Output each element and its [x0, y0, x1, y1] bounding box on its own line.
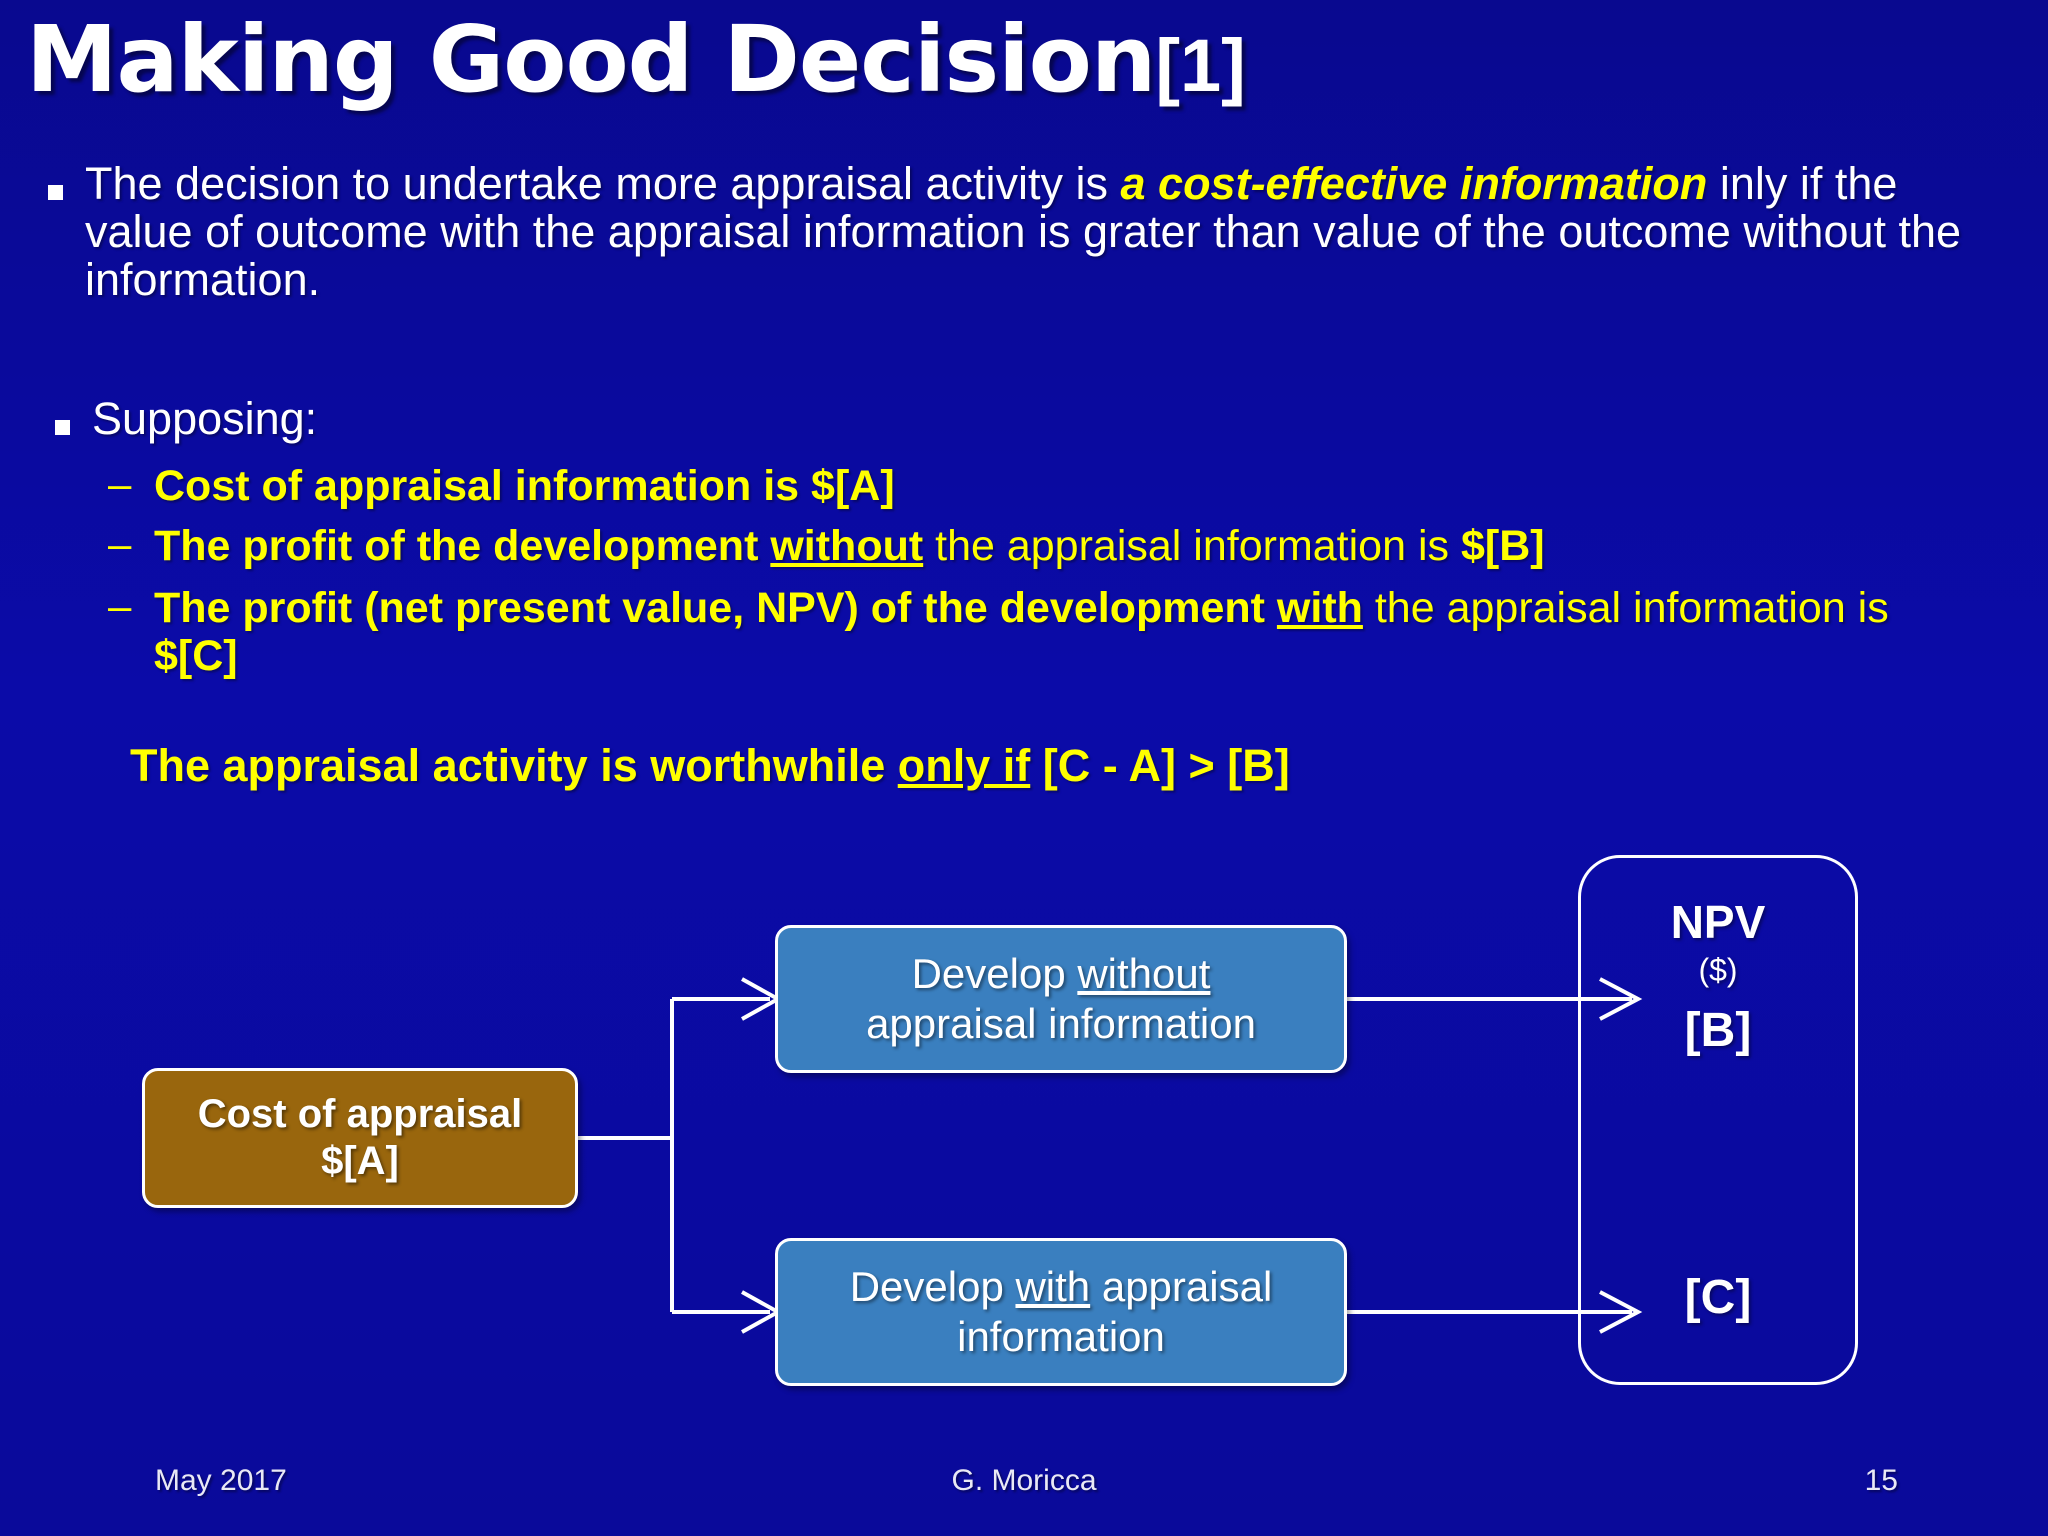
footer-date: May 2017	[155, 1464, 287, 1497]
conclusion-underlined: only if	[897, 740, 1031, 791]
npv-panel	[1578, 855, 1858, 1385]
npv-panel-unit: ($)	[1698, 952, 1738, 988]
node-develop-with-appraisal[interactable]: Develop with appraisal information	[775, 1238, 1347, 1386]
node-without-underlined: without	[1077, 950, 1211, 998]
sub-bullet-1-seg-0: Cost of appraisal information is $[A]	[154, 462, 895, 510]
dash-bullet-icon: –	[108, 460, 132, 507]
page-title-text: Making Good Decision	[26, 6, 1156, 113]
node-cost-content: Cost of appraisal $[A]	[198, 1091, 523, 1185]
bullet-1-text: The decision to undertake more appraisal…	[85, 158, 2008, 306]
arrowhead-npv-c	[1599, 1290, 1643, 1334]
node-cost-of-appraisal[interactable]: Cost of appraisal $[A]	[142, 1068, 578, 1208]
sub-bullet-2-seg-2: the appraisal information is	[923, 522, 1461, 570]
npv-value-b: [B]	[1684, 1004, 1752, 1057]
footer-page-number: 15	[1864, 1464, 1898, 1497]
conclusion-statement: The appraisal activity is worthwhile onl…	[130, 740, 1290, 792]
node-with-prefix: Develop	[849, 1263, 1016, 1311]
node-cost-line1: Cost of appraisal	[197, 1091, 523, 1136]
node-without-line2: appraisal information	[866, 1000, 1256, 1047]
sub-bullet-3-text: The profit (net present value, NPV) of t…	[154, 584, 1948, 680]
conclusion-part1: The appraisal activity is worthwhile	[130, 740, 898, 791]
sub-bullet-3-seg-0: The profit (net present value, NPV) of t…	[154, 584, 1277, 632]
bullet-1-part1: The decision to undertake more appraisal…	[85, 158, 1121, 209]
page-title-suffix: [1]	[1155, 24, 1246, 107]
node-without-prefix: Develop	[911, 950, 1078, 998]
sub-bullet-3-seg-2: the appraisal information is	[1362, 584, 1889, 632]
sub-bullet-2-seg-0: The profit of the development	[154, 522, 771, 570]
bullet-1-highlight: a cost-effective information	[1120, 158, 1708, 209]
npv-value-c: [C]	[1684, 1271, 1752, 1324]
sub-bullet-3-seg-1: with	[1276, 584, 1363, 632]
node-cost-line2: $[A]	[321, 1139, 399, 1183]
node-with-suffix: appraisal	[1090, 1263, 1273, 1311]
decision-flow-diagram: Cost of appraisal $[A] Develop without a…	[0, 840, 2048, 1420]
footer-author: G. Moricca	[951, 1464, 1097, 1497]
node-with-line2: information	[957, 1313, 1165, 1360]
sub-bullet-item-3: – The profit (net present value, NPV) of…	[108, 584, 1948, 680]
node-with-line1: Develop with appraisal	[850, 1262, 1273, 1312]
slide-footer: May 2017 G. Moricca 15	[0, 1464, 2048, 1498]
sub-bullet-item-2: – The profit of the development without …	[108, 522, 1958, 570]
bullet-item-1: The decision to undertake more appraisal…	[48, 158, 2008, 306]
sub-bullet-2-text: The profit of the development without th…	[154, 522, 1545, 570]
node-without-line1: Develop without	[866, 949, 1256, 999]
bullet-item-2: Supposing:	[55, 393, 1055, 444]
dash-bullet-icon: –	[108, 582, 132, 629]
connector-lines	[578, 977, 1643, 1334]
node-with-underlined: with	[1015, 1263, 1091, 1311]
square-bullet-icon	[55, 420, 70, 435]
sub-bullet-2-seg-3: $[B]	[1460, 522, 1545, 570]
node-with-content: Develop with appraisal information	[850, 1262, 1273, 1361]
arrowhead-npv-b	[1599, 977, 1643, 1021]
npv-panel-title: NPV	[1670, 896, 1766, 948]
node-without-content: Develop without appraisal information	[866, 949, 1256, 1048]
sub-bullet-3-seg-3: $[C]	[154, 632, 238, 681]
sub-bullet-2-seg-1: without	[770, 522, 924, 570]
conclusion-part2: [C - A] > [B]	[1030, 740, 1290, 791]
bullet-2-text: Supposing:	[92, 393, 318, 444]
sub-bullet-item-1: – Cost of appraisal information is $[A]	[108, 462, 1908, 510]
bullet-1-part2: inly if the value of outcome with the ap…	[85, 158, 1962, 306]
node-develop-without-appraisal[interactable]: Develop without appraisal information	[775, 925, 1347, 1073]
dash-bullet-icon: –	[108, 520, 132, 567]
sub-bullet-1-text: Cost of appraisal information is $[A]	[154, 462, 895, 510]
square-bullet-icon	[48, 185, 63, 200]
page-title: Making Good Decision[1]	[26, 11, 1246, 109]
